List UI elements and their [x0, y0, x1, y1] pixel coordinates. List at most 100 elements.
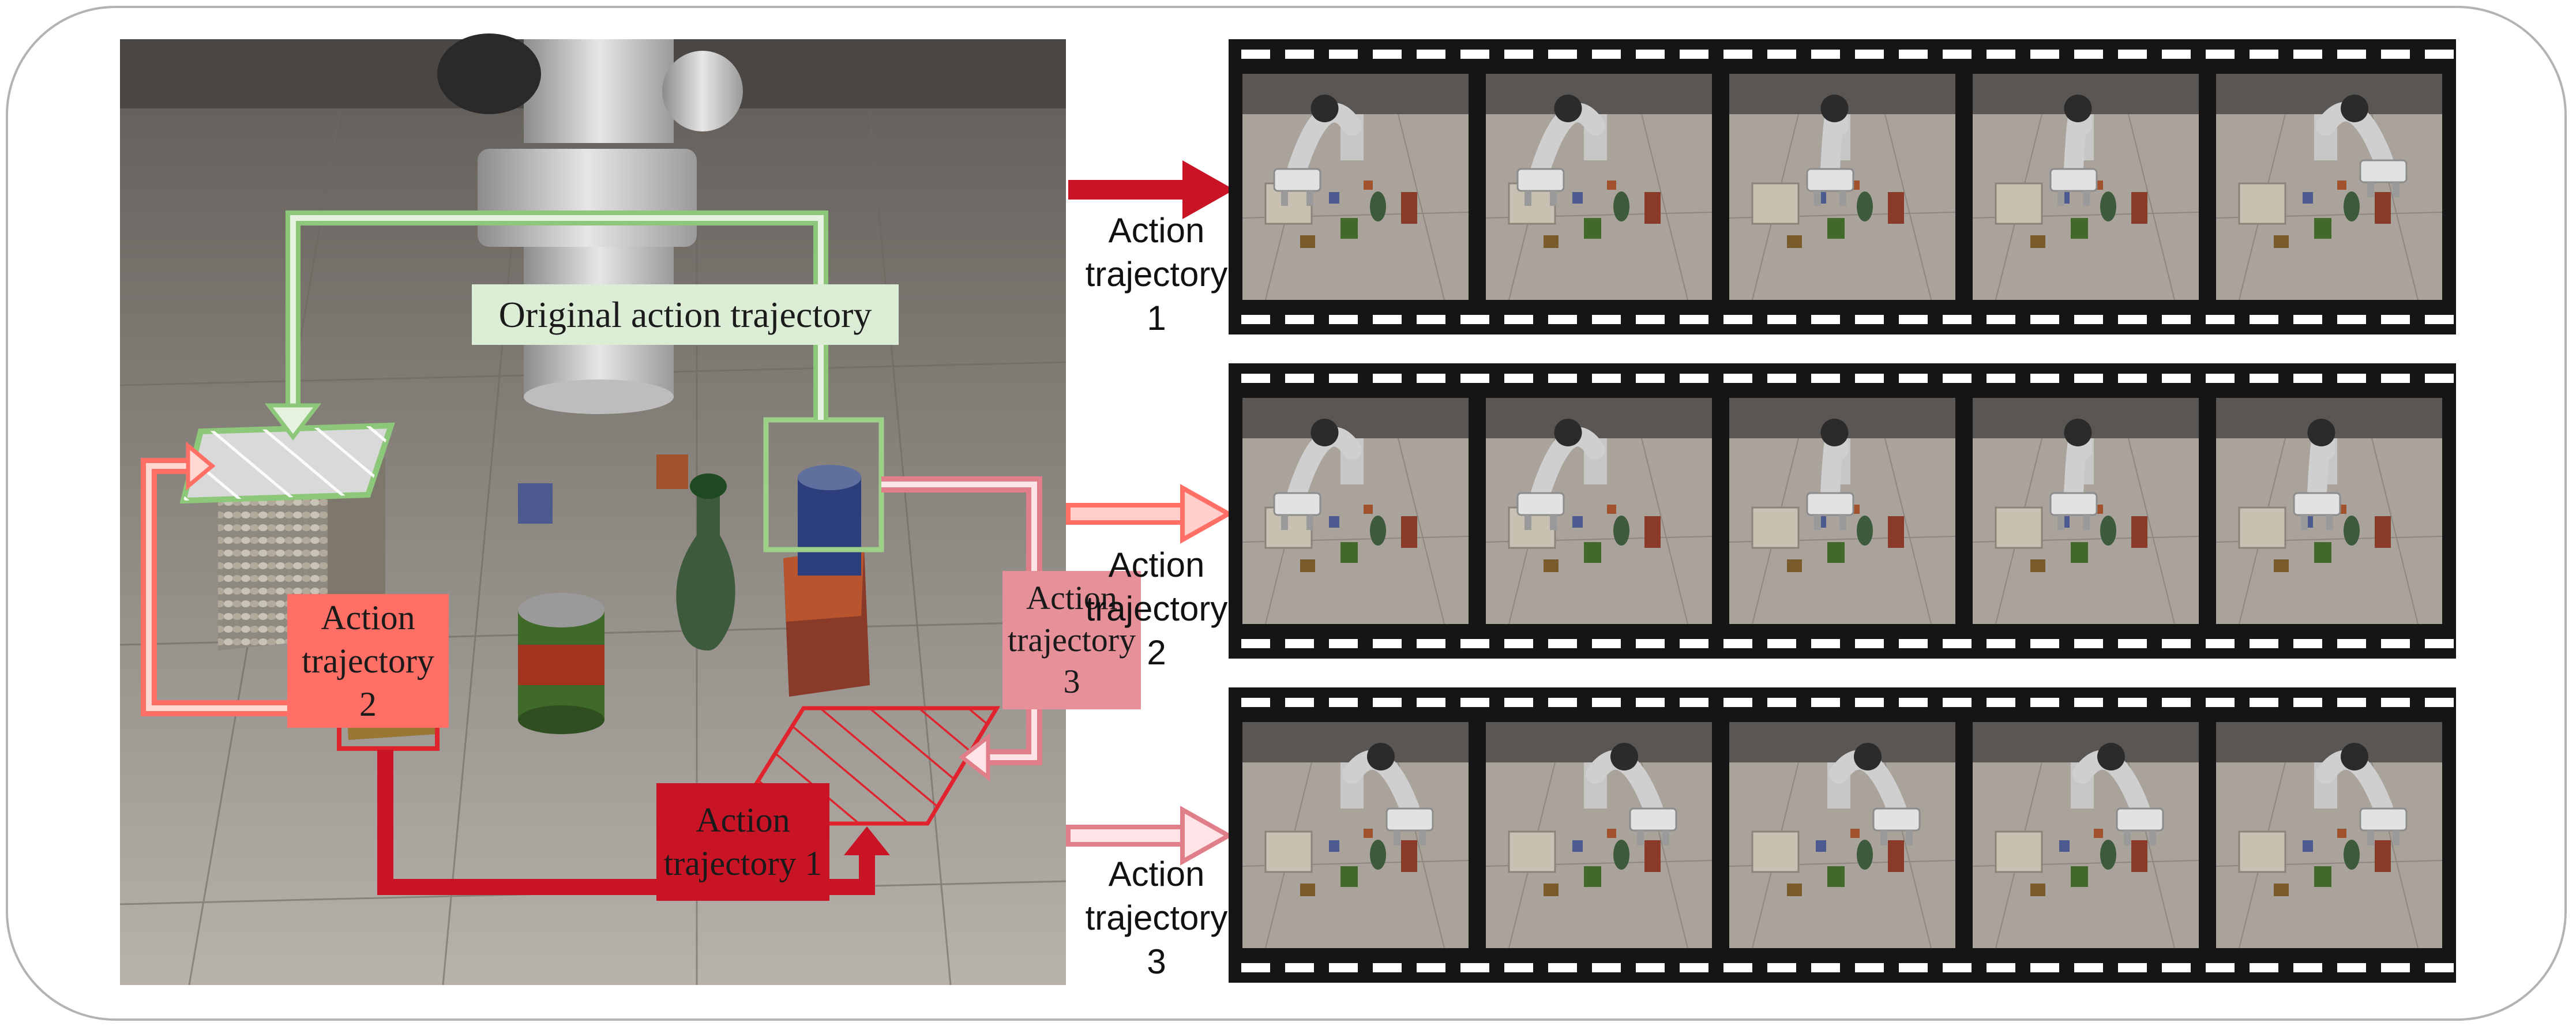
sprocket-hole	[2206, 50, 2235, 59]
sprocket-hole	[1987, 963, 2015, 972]
sprocket-hole	[1855, 50, 1884, 59]
sprocket-hole	[1241, 963, 1270, 972]
sprocket-hole	[1636, 50, 1665, 59]
sprocket-hole	[1855, 639, 1884, 648]
side-label-line: Action	[1108, 855, 1205, 893]
sprocket-hole	[1504, 639, 1533, 648]
sprocket-hole	[2030, 698, 2059, 707]
film-frame	[1972, 722, 2199, 949]
sprocket-hole	[1680, 963, 1708, 972]
film-frame	[1485, 722, 1713, 949]
film-frame	[1972, 74, 2199, 300]
sprocket-hole	[1855, 374, 1884, 383]
sprocket-hole	[2425, 315, 2454, 324]
sprocket-hole	[2250, 50, 2278, 59]
sprocket-hole	[1636, 963, 1665, 972]
label-action-trajectory-2: Action trajectory 2	[287, 594, 449, 728]
filmstrip-drawing	[1241, 374, 2454, 648]
sprocket-hole	[2162, 50, 2191, 59]
sprocket-hole	[1680, 639, 1708, 648]
sprocket-hole	[1943, 315, 1972, 324]
side-label-line: trajectory	[1085, 255, 1228, 294]
sprocket-hole	[1285, 698, 1314, 707]
sprocket-hole	[1548, 374, 1577, 383]
sprocket-hole	[2206, 639, 2235, 648]
sprocket-hole	[1504, 50, 1533, 59]
sprocket-hole	[1460, 963, 1489, 972]
sprocket-hole	[1460, 374, 1489, 383]
sprocket-hole	[2425, 963, 2454, 972]
sprocket-hole	[2381, 374, 2410, 383]
sprocket-hole	[1811, 374, 1840, 383]
label-line: 2	[359, 685, 377, 723]
sprocket-hole	[2250, 639, 2278, 648]
sprocket-hole	[1811, 639, 1840, 648]
filmstrip-trajectory-1	[1229, 39, 2456, 334]
label-line: trajectory	[302, 641, 434, 680]
sprocket-hole	[1855, 315, 1884, 324]
sprocket-hole	[1329, 698, 1358, 707]
sprocket-hole	[1548, 963, 1577, 972]
sprocket-hole	[1329, 963, 1358, 972]
label-line: trajectory 1	[663, 844, 823, 882]
film-frame	[1242, 74, 1469, 300]
filmstrip-drawing	[1241, 50, 2454, 324]
sprocket-hole	[1548, 50, 1577, 59]
sprocket-hole	[2250, 698, 2278, 707]
sprocket-hole	[2030, 374, 2059, 383]
sprocket-hole	[2250, 315, 2278, 324]
film-frame	[1729, 722, 1956, 949]
sprocket-hole	[1417, 639, 1445, 648]
sprocket-hole	[1987, 374, 2015, 383]
sprocket-hole	[1329, 639, 1358, 648]
sprocket-hole	[1636, 698, 1665, 707]
sprocket-hole	[1899, 639, 1928, 648]
film-frame	[1729, 398, 1956, 625]
sprocket-hole	[1943, 639, 1972, 648]
sprocket-hole	[2293, 315, 2322, 324]
sprocket-hole	[1548, 698, 1577, 707]
sprocket-hole	[2118, 315, 2147, 324]
sprocket-hole	[1899, 315, 1928, 324]
filmstrip-trajectory-2	[1229, 363, 2456, 659]
sprocket-hole	[1285, 315, 1314, 324]
sprocket-hole	[1987, 315, 2015, 324]
sprocket-hole	[1592, 639, 1621, 648]
sprocket-hole	[2074, 374, 2103, 383]
sprocket-hole	[2337, 315, 2366, 324]
side-label-trajectory-3: Action trajectory 3	[1070, 852, 1243, 984]
sprocket-hole	[2293, 50, 2322, 59]
sprocket-hole	[1723, 315, 1752, 324]
sprocket-hole	[1767, 315, 1796, 324]
sprocket-hole	[1504, 374, 1533, 383]
sprocket-hole	[1767, 963, 1796, 972]
film-frame	[2215, 722, 2443, 949]
sprocket-hole	[1636, 315, 1665, 324]
label-line: Action	[321, 598, 415, 637]
sprocket-hole	[1373, 50, 1402, 59]
sprocket-hole	[2250, 374, 2278, 383]
sprocket-hole	[2425, 639, 2454, 648]
sprocket-hole	[1855, 698, 1884, 707]
sprocket-hole	[1943, 963, 1972, 972]
sprocket-hole	[1855, 963, 1884, 972]
sprocket-hole	[1987, 50, 2015, 59]
sprocket-hole	[1241, 315, 1270, 324]
sprocket-hole	[1811, 315, 1840, 324]
sprocket-hole	[1680, 50, 1708, 59]
sprocket-hole	[2118, 963, 2147, 972]
sprocket-hole	[2162, 374, 2191, 383]
sprocket-hole	[2074, 698, 2103, 707]
filmstrip-drawing	[1241, 698, 2454, 972]
sprocket-hole	[2118, 50, 2147, 59]
sprocket-hole	[1285, 963, 1314, 972]
sprocket-hole	[1373, 698, 1402, 707]
sprocket-hole	[2337, 639, 2366, 648]
sprocket-hole	[2030, 315, 2059, 324]
sprocket-hole	[1460, 50, 1489, 59]
sprocket-hole	[2381, 50, 2410, 59]
sprocket-hole	[1899, 698, 1928, 707]
sprocket-hole	[1811, 698, 1840, 707]
side-label-line: trajectory	[1085, 899, 1228, 937]
side-label-line: Action	[1108, 211, 1205, 250]
